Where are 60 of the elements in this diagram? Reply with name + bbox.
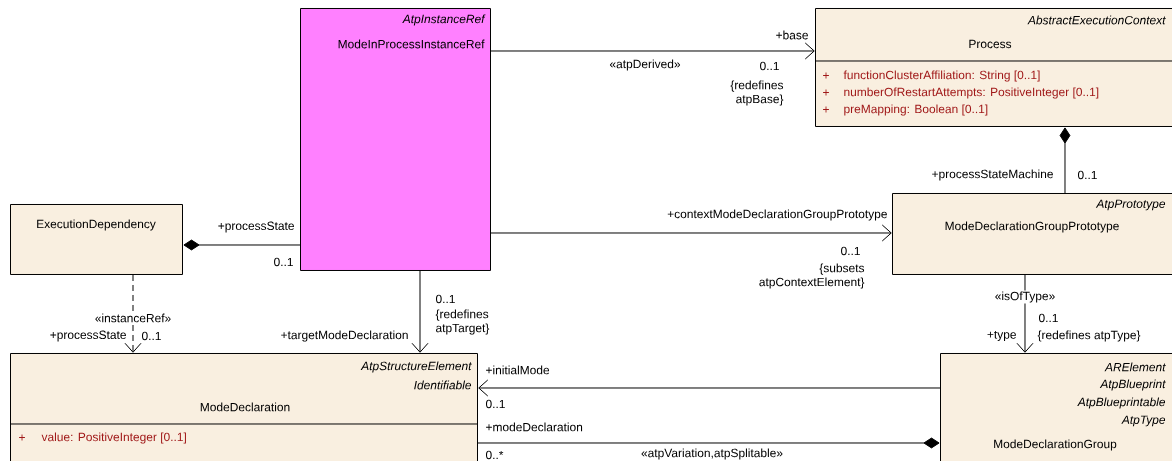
- role-label: +processState: [218, 221, 294, 233]
- class-box: [9, 353, 478, 461]
- edge-label: «instanceRef»: [93, 312, 173, 324]
- association-line: [411, 270, 429, 353]
- edge-label: «atpDerived»: [608, 58, 682, 72]
- class-box: [892, 193, 1172, 275]
- role-label: 0..1: [841, 246, 860, 256]
- role-label: +processState: [50, 330, 126, 342]
- class-box: [300, 8, 491, 271]
- class-box: [10, 204, 183, 275]
- role-label: 0..1: [1077, 170, 1097, 180]
- attribute-text: +: [19, 434, 25, 441]
- attribute-text: +: [823, 106, 829, 113]
- role-label: 0..*: [486, 450, 504, 460]
- class-box: [814, 8, 1172, 127]
- class-box: [940, 353, 1172, 461]
- role-label: +base: [776, 30, 808, 40]
- attribute-text: value: PositiveInteger [0..1]: [41, 432, 186, 444]
- stereotype-label: AtpBlueprint: [1099, 379, 1166, 391]
- class-name: ModeInProcessInstanceRef: [338, 39, 485, 49]
- stereotype-label: ARElement: [1104, 362, 1166, 372]
- attribute-text: +: [823, 72, 829, 79]
- role-label: {redefines atpBase}: [730, 80, 784, 106]
- role-label: {subsets atpContextElement}: [759, 263, 865, 289]
- role-label: 0..1: [142, 331, 161, 341]
- class-name: ModeDeclaration: [200, 402, 290, 412]
- role-label: 0..1: [436, 294, 455, 304]
- class-name: ExecutionDependency: [37, 219, 156, 231]
- class-name: Process: [969, 39, 1012, 49]
- role-label: +processStateMachine: [932, 169, 1053, 181]
- role-label: 0..1: [486, 399, 505, 409]
- stereotype-label: AtpInstanceRef: [402, 14, 486, 26]
- association-line: [477, 437, 940, 449]
- association-line: [490, 42, 815, 60]
- stereotype-label: Identifiable: [414, 380, 472, 390]
- role-label: {redefines atpTarget}: [435, 309, 490, 335]
- role-label: +modeDeclaration: [486, 422, 583, 432]
- role-label: +targetModeDeclaration: [281, 330, 408, 342]
- stereotype-label: AtpBlueprintable: [1077, 397, 1166, 409]
- stereotype-label: AtpStructureElement: [360, 361, 472, 373]
- stereotype-label: AbstractExecutionContext: [1027, 15, 1166, 25]
- class-name: ModeDeclarationGroup: [994, 439, 1117, 451]
- role-label: 0..1: [760, 61, 779, 71]
- association-line: [1059, 127, 1071, 194]
- class-name: ModeDeclarationGroupPrototype: [945, 221, 1119, 233]
- stereotype-label: AtpType: [1121, 415, 1166, 427]
- role-label: 0..1: [1038, 313, 1058, 323]
- association-line: [478, 379, 941, 397]
- association-line: [490, 224, 892, 242]
- association-line: [183, 239, 301, 251]
- attribute-text: numberOfRestartAttempts: PositiveInteger [0..1]: [844, 87, 1099, 99]
- attribute-text: +: [823, 89, 829, 96]
- association-line: [124, 274, 142, 353]
- attribute-text: preMapping: Boolean [0..1]: [844, 104, 988, 116]
- attribute-text: functionClusterAffiliation: String [0..1]: [843, 70, 1040, 82]
- edge-label: «isOfType»: [993, 290, 1057, 304]
- role-label: {redefines atpType}: [1037, 330, 1141, 342]
- stereotype-label: AtpPrototype: [1095, 199, 1166, 211]
- edge-label: «atpVariation,atpSplitable»: [640, 447, 784, 461]
- role-label: +type: [987, 330, 1016, 342]
